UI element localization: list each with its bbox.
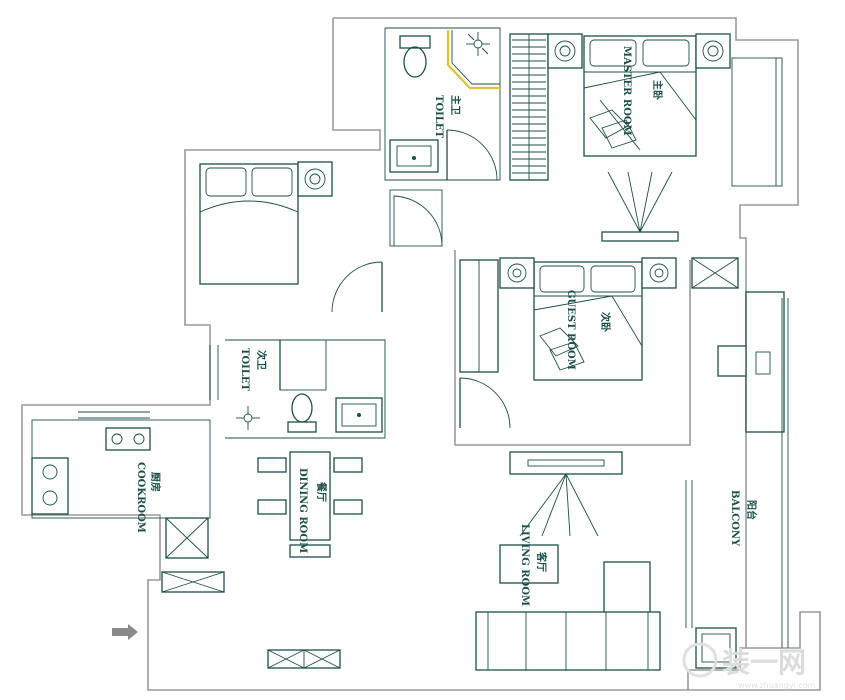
cookroom-label-en: COOKROOM [135,462,146,533]
nightstand [547,33,583,69]
living-label-en: LIVING ROOM [519,524,530,606]
second-toilet-room: 次卫 TOILET [209,339,386,439]
master-bedroom: 主卧 MASTER ROOM [547,33,783,242]
dining-label-en: DINING ROOM [297,468,308,553]
sofa [475,611,661,671]
nightstand [297,161,333,197]
kitchen: 厨房 COOKROOM [31,411,211,559]
shower-head-icon [236,406,260,430]
desk [745,291,785,433]
master-toilet-label-en: TOILET [433,95,444,138]
master-tv [601,231,679,242]
dining-label-cn: 餐厅 [315,481,328,502]
master-room-label-cn: 主卧 [651,80,664,100]
guest-bedroom: 次卧 GUEST ROOM [454,250,691,446]
kitchen-sink [105,427,151,451]
guest-room-label-cn: 次卧 [599,312,612,332]
watermark-url: www.zhuangyi.com [738,681,816,690]
guest-bed [533,261,643,381]
coffee-table [499,544,559,584]
master-wc-bowl [403,46,427,78]
watermark-brand: 装一网 [722,646,806,679]
cookroom-label-cn: 厨房 [149,472,162,492]
shower-enclosure [446,30,500,90]
second-toilet-label-cn: 次卫 [255,350,268,370]
balcony-label-cn: 阳台 [745,500,758,520]
nightstand [641,257,677,289]
second-wc-bowl [291,393,313,423]
second-bedroom [199,161,443,313]
nightstand [499,257,535,289]
shower-head-icon [466,32,490,56]
master-wc-tank [399,35,431,49]
living-room: 客厅 LIVING ROOM [475,451,661,671]
sofa-chaise [603,561,651,615]
second-wc-tank [287,421,317,433]
guest-room-label-en: GUEST ROOM [565,290,576,370]
outer-walls [21,17,821,691]
second-bed [199,163,299,285]
dining-chair [289,544,331,558]
watermark-logo: 装一网 www.zhuangyi.com [682,642,816,690]
master-wardrobe [509,33,549,181]
entry-arrow-icon [112,624,138,640]
second-toilet-label-en: TOILET [239,348,250,391]
master-bed [583,35,697,157]
balcony-label-en: BALCONY [729,490,740,547]
study-desk-area [691,257,789,648]
nightstand [695,33,731,69]
dining-chair [257,499,287,515]
master-toilet-label-cn: 主卫 [449,95,462,115]
cooktop [31,457,69,515]
dining-chair [333,499,363,515]
dining-chair [333,457,363,473]
balcony: 阳台 BALCONY [685,480,758,669]
dining-table [289,451,331,541]
dining-chair [257,457,287,473]
master-room-label-en: MASTER ROOM [621,46,632,136]
dining-area: 餐厅 DINING ROOM [161,451,363,669]
master-toilet-room: 主卫 TOILET [384,27,501,181]
chair [717,345,747,377]
living-label-cn: 客厅 [535,551,548,572]
tv-cabinet [509,451,623,475]
